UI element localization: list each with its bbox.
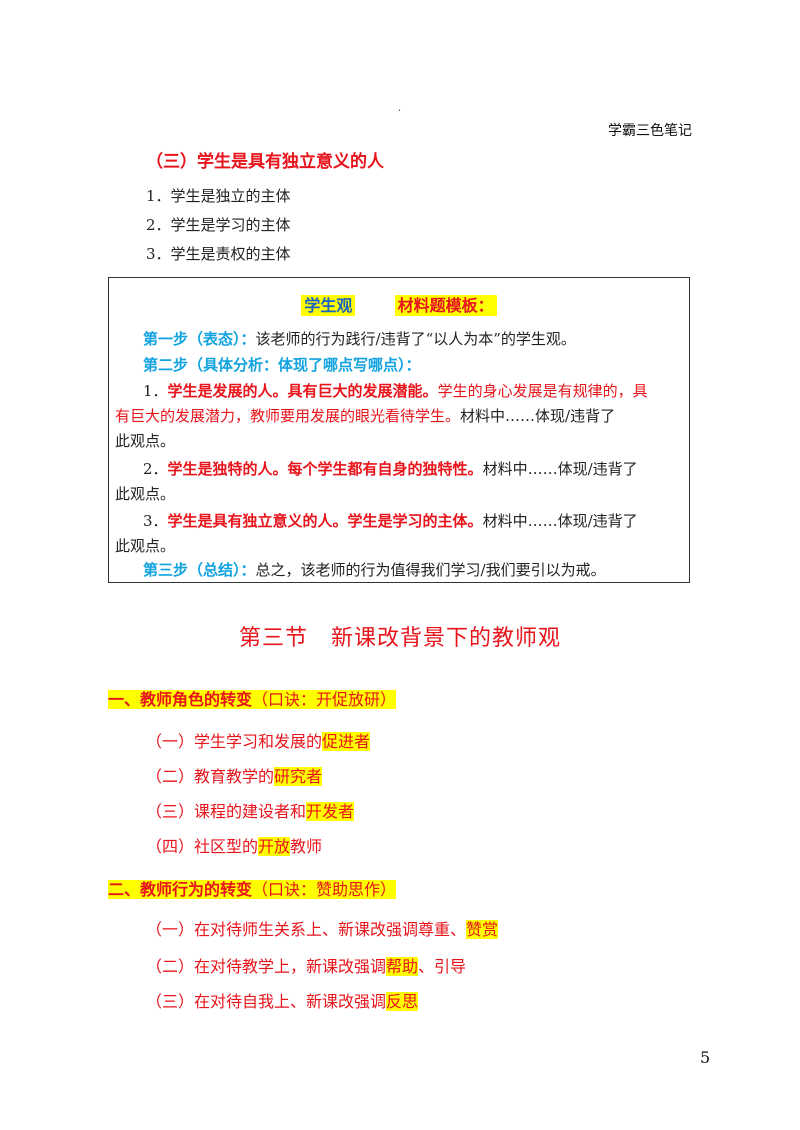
- point2-bold: 学生是独特的人。每个学生都有自身的独特性。: [167, 460, 483, 478]
- point3-line2: 此观点。: [109, 535, 685, 556]
- page-number: 5: [700, 1048, 711, 1067]
- point1-num: 1．: [143, 382, 168, 400]
- step1-label: 第一步（表态）：: [143, 330, 256, 348]
- step3: 第三步（总结）：总之，该老师的行为值得我们学习/我们要引以为戒。: [109, 559, 685, 580]
- step3-label: 第三步（总结）：: [143, 561, 256, 579]
- step3-text: 总之，该老师的行为值得我们学习/我们要引以为戒。: [255, 561, 606, 579]
- item-text: （二）教育教学的: [146, 767, 275, 786]
- section-heading: （三）学生是具有独立意义的人: [146, 152, 384, 172]
- item-suffix: 、引导: [418, 957, 467, 976]
- item-highlight: 开放: [258, 837, 291, 856]
- list-item: 3．学生是责权的主体: [146, 245, 291, 263]
- step2: 第二步（具体分析：体现了哪点写哪点）：: [109, 354, 685, 375]
- point3-tail: 材料中……体现/违背了: [482, 512, 638, 530]
- point3-bold: 学生是具有独立意义的人。学生是学习的主体。: [167, 512, 483, 530]
- point2-tail: 材料中……体现/违背了: [482, 460, 638, 478]
- list-item: （一）在对待师生关系上、新课改强调尊重、赞赏: [146, 916, 499, 940]
- item-suffix: 教师: [290, 837, 323, 856]
- item-text: （四）社区型的: [146, 837, 259, 856]
- point1-tail2: 此观点。: [115, 432, 176, 450]
- point2-tail2: 此观点。: [115, 485, 176, 503]
- part2-heading-text: 二、教师行为的转变: [108, 880, 253, 899]
- header-title: 学霸三色笔记: [608, 123, 692, 139]
- point1-tail: 材料中……体现/违背了: [460, 407, 616, 425]
- point1-red: 学生的身心发展是有规律的，具: [437, 382, 648, 400]
- item-highlight: 反思: [386, 992, 419, 1011]
- step1: 第一步（表态）：该老师的行为践行/违背了“以人为本”的学生观。: [109, 328, 685, 349]
- item-text: （三）课程的建设者和: [146, 802, 307, 821]
- part1-mnemonic: （口诀：开促放研）: [252, 690, 397, 709]
- list-item: （二）教育教学的研究者: [146, 763, 323, 787]
- box-title: 学生观 材料题模板：: [109, 292, 689, 316]
- item-text: （二）在对待教学上，新课改强调: [146, 957, 387, 976]
- point1-line3: 此观点。: [109, 430, 685, 451]
- part1-heading-text: 一、教师角色的转变: [108, 690, 253, 709]
- list-item: （三）在对待自我上、新课改强调反思: [146, 988, 419, 1012]
- point1-bold: 学生是发展的人。具有巨大的发展潜能。: [167, 382, 438, 400]
- list-item: （二）在对待教学上，新课改强调帮助、引导: [146, 953, 466, 977]
- part1-heading: 一、教师角色的转变（口诀：开促放研）: [108, 686, 397, 710]
- point1-red2: 有巨大的发展潜力，教师要用发展的眼光看待学生。: [115, 407, 461, 425]
- item-highlight: 赞赏: [466, 920, 499, 939]
- item-text: （一）在对待师生关系上、新课改强调尊重、: [146, 920, 467, 939]
- point1-line1: 1．学生是发展的人。具有巨大的发展潜能。学生的身心发展是有规律的，具: [109, 380, 685, 401]
- template-box: 学生观 材料题模板： 第一步（表态）：该老师的行为践行/违背了“以人为本”的学生…: [108, 277, 690, 583]
- item-highlight: 研究者: [274, 767, 323, 786]
- point2-line2: 此观点。: [109, 483, 685, 504]
- point3-tail2: 此观点。: [115, 537, 176, 555]
- point3-line1: 3．学生是具有独立意义的人。学生是学习的主体。材料中……体现/违背了: [109, 510, 685, 531]
- item-highlight: 开发者: [306, 802, 355, 821]
- part2-heading: 二、教师行为的转变（口诀：赞助思作）: [108, 876, 397, 900]
- step2-label: 第二步（具体分析：体现了哪点写哪点）：: [143, 356, 421, 374]
- point2-line1: 2．学生是独特的人。每个学生都有自身的独特性。材料中……体现/违背了: [109, 458, 685, 479]
- item-highlight: 帮助: [386, 957, 419, 976]
- list-item: （一）学生学习和发展的促进者: [146, 728, 371, 752]
- part2-mnemonic: （口诀：赞助思作）: [252, 880, 397, 899]
- point3-num: 3．: [143, 512, 168, 530]
- item-text: （三）在对待自我上、新课改强调: [146, 992, 387, 1011]
- box-title-a: 学生观: [301, 295, 356, 316]
- point1-line2: 有巨大的发展潜力，教师要用发展的眼光看待学生。材料中……体现/违背了: [109, 405, 685, 426]
- step1-text: 该老师的行为践行/违背了“以人为本”的学生观。: [255, 330, 576, 348]
- box-title-b: 材料题模板：: [394, 295, 497, 316]
- list-item: （四）社区型的开放教师: [146, 833, 322, 857]
- header-dot: ·: [398, 106, 402, 117]
- chapter-title: 第三节 新课改背景下的教师观: [238, 626, 561, 651]
- list-item: 1．学生是独立的主体: [146, 187, 291, 205]
- point2-num: 2．: [143, 460, 168, 478]
- list-item: 2．学生是学习的主体: [146, 216, 291, 234]
- item-highlight: 促进者: [322, 732, 371, 751]
- item-text: （一）学生学习和发展的: [146, 732, 323, 751]
- list-item: （三）课程的建设者和开发者: [146, 798, 355, 822]
